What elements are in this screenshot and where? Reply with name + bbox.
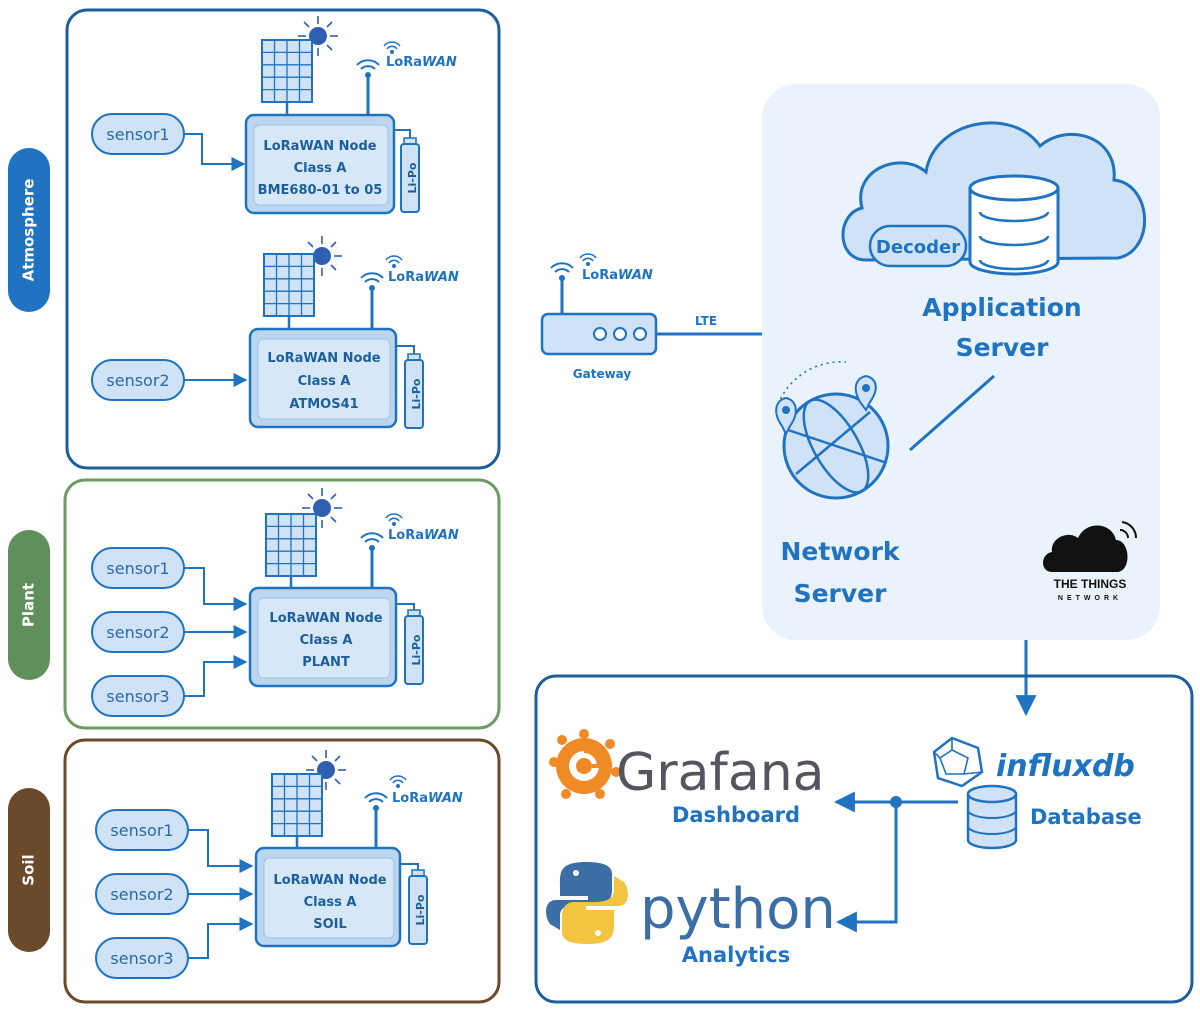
application-server-label-2: Server (956, 333, 1050, 362)
node-plant: LoRaWAN LoRaWAN Node Class A PLANT Li-Po… (91, 487, 459, 717)
node-title: LoRaWAN Node (263, 139, 376, 154)
solar-panel-icon (271, 773, 323, 837)
svg-text:LoRaWAN: LoRaWAN (392, 791, 463, 806)
svg-text:sensor1: sensor1 (106, 125, 169, 144)
analytics-label: Analytics (682, 943, 790, 967)
lorawan-logo: LoRaWAN (389, 775, 463, 806)
atmosphere-group (65, 8, 501, 470)
antenna-icon (359, 271, 385, 332)
lorawan-logo: LoRaWAN (385, 513, 459, 543)
network-server-label-1: Network (780, 537, 900, 566)
node-model: PLANT (302, 655, 350, 670)
svg-text:Li-Po: Li-Po (414, 894, 427, 925)
solar-panel-icon (261, 39, 313, 103)
plant-group (63, 478, 501, 730)
node-class: Class A (300, 633, 353, 648)
atmosphere-side-label: Atmosphere (8, 148, 50, 312)
lorawan-logo: LoRaWAN (579, 253, 653, 283)
influxdb-icon (932, 736, 984, 788)
node-bme680: LoRaWAN LoRaWAN Node Class A BME680-01 t… (91, 15, 457, 215)
antenna-icon (363, 791, 389, 852)
application-server-label-1: Application (922, 293, 1081, 322)
svg-text:sensor3: sensor3 (106, 687, 169, 706)
storage-panel: influxdb Database Grafana Dashboard (534, 674, 1194, 1004)
decoder-pill (868, 224, 968, 268)
svg-text:LoRaWAN: LoRaWAN (386, 55, 457, 70)
svg-text:Soil: Soil (20, 854, 38, 885)
svg-text:Li-Po: Li-Po (410, 378, 423, 409)
soil-group (63, 738, 501, 1004)
svg-text:LoRaWAN: LoRaWAN (388, 270, 459, 285)
node-model: ATMOS41 (289, 397, 358, 412)
svg-text:sensor2: sensor2 (106, 623, 169, 642)
node-atmos41: LoRaWAN LoRaWAN Node Class A ATMOS41 Li-… (91, 235, 459, 429)
node-title: LoRaWAN Node (269, 611, 382, 626)
svg-text:Atmosphere: Atmosphere (20, 179, 38, 282)
node-title: LoRaWAN Node (267, 351, 380, 366)
solar-panel-icon (263, 253, 315, 317)
gateway-label: Gateway (573, 367, 632, 381)
python-label: python (640, 877, 836, 942)
lorawan-logo: LoRaWAN (383, 41, 457, 70)
node-class: Class A (294, 161, 347, 176)
dashboard-label: Dashboard (672, 803, 800, 827)
svg-text:Li-Po: Li-Po (410, 634, 423, 665)
svg-text:NETWORK: NETWORK (1058, 595, 1122, 602)
the-things-network-logo: THE THINGS NETWORK (1043, 521, 1138, 602)
decoder-label: Decoder (876, 237, 960, 258)
grafana-logo-icon (549, 729, 621, 799)
grafana-label: Grafana (616, 743, 825, 803)
globe-icon (775, 361, 890, 500)
svg-text:sensor1: sensor1 (106, 559, 169, 578)
influxdb-label: influxdb (996, 749, 1135, 784)
svg-text:sensor2: sensor2 (106, 371, 169, 390)
plant-side-label: Plant (8, 530, 50, 680)
svg-text:LoRaWAN: LoRaWAN (388, 528, 459, 543)
node-title: LoRaWAN Node (273, 873, 386, 888)
node-model: BME680-01 to 05 (258, 183, 383, 198)
lorawan-logo: LoRaWAN (385, 255, 459, 285)
lte-label: LTE (695, 314, 717, 328)
antenna-icon (355, 58, 381, 119)
svg-text:sensor2: sensor2 (110, 885, 173, 904)
svg-text:Plant: Plant (20, 583, 38, 627)
node-model: SOIL (313, 917, 347, 932)
python-logo-icon (546, 862, 628, 944)
ttn-panel: Decoder Application Server Network Serve… (762, 84, 1160, 640)
svg-text:sensor1: sensor1 (110, 821, 173, 840)
network-server-label-2: Server (794, 579, 888, 608)
database-label: Database (1030, 805, 1142, 829)
database-icon (968, 174, 1060, 276)
node-class: Class A (298, 374, 351, 389)
soil-side-label: Soil (8, 788, 50, 952)
database-icon (966, 784, 1018, 850)
node-soil: LoRaWAN LoRaWAN Node Class A SOIL Li-Po … (95, 749, 463, 979)
svg-text:THE THINGS: THE THINGS (1054, 577, 1127, 591)
antenna-icon (359, 531, 385, 592)
svg-text:sensor3: sensor3 (110, 949, 173, 968)
ttn-cloud-icon (1043, 525, 1128, 572)
solar-panel-icon (265, 513, 317, 577)
svg-text:LoRaWAN: LoRaWAN (582, 268, 653, 283)
svg-text:Li-Po: Li-Po (406, 162, 419, 193)
node-class: Class A (304, 895, 357, 910)
gateway: LoRaWAN Gateway LTE (540, 253, 762, 381)
